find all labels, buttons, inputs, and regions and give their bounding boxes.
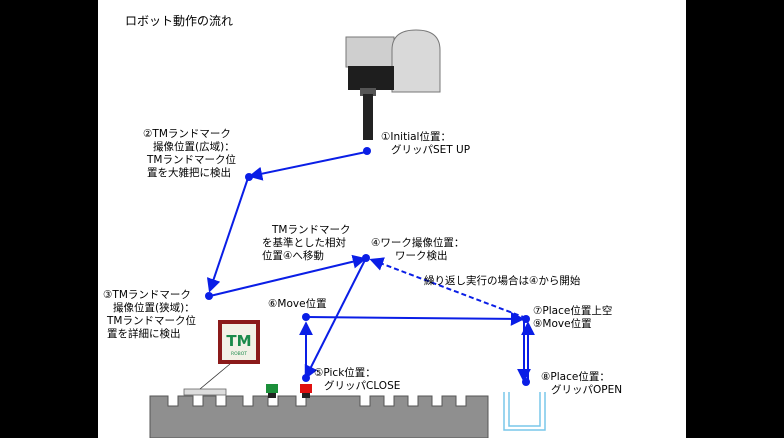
point-8: [522, 378, 530, 386]
label-step-7: ⑦Place位置上空: [533, 305, 613, 317]
conveyor: [149, 395, 489, 438]
label-repeat-note: 繰り返し実行の場合は④から開始: [424, 275, 581, 287]
path-6-to-7: [305, 311, 525, 326]
waypoints: [205, 147, 530, 386]
diagram-title: ロボット動作の流れ: [125, 14, 234, 28]
path-2-to-3: [206, 177, 249, 293]
path-repeat-dashed: [369, 257, 527, 319]
label-step-5: ⑤Pick位置：グリッパCLOSE: [314, 367, 401, 392]
label-step-3: ③TMランドマーク撮像位置(狭域)：TMランドマーク位置を詳細に検出: [103, 289, 196, 340]
point-6: [302, 313, 310, 321]
label-step-6: ⑥Move位置: [268, 298, 327, 310]
path-3-to-4: [209, 254, 367, 297]
path-1-to-2: [248, 151, 367, 181]
label-step-4: ④ワーク撮像位置：ワーク検出: [371, 237, 465, 262]
label-step-1: ①Initial位置：グリッパSET UP: [381, 131, 471, 156]
point-1: [363, 147, 371, 155]
point-5: [302, 374, 310, 382]
label-step-9: ⑨Move位置: [533, 318, 592, 330]
landmark-plate: [183, 388, 227, 396]
robot-arm-illustration: [345, 29, 441, 140]
label-relative-move: TMランドマークを基準とした相対位置④へ移動: [262, 224, 351, 262]
tm-landmark-image: TM ROBOT: [218, 320, 260, 364]
point-2: [245, 173, 253, 181]
place-tray: [503, 392, 546, 431]
point-7-9: [522, 315, 530, 323]
motion-path: [206, 151, 535, 383]
tm-logo-sub: ROBOT: [231, 351, 247, 357]
tm-logo-text: TM: [226, 332, 251, 350]
green-part: [266, 384, 278, 398]
point-3: [205, 292, 213, 300]
point-4: [362, 254, 370, 262]
diagram-slide: ロボット動作の流れ TM ROBOT: [98, 0, 686, 438]
label-step-8: ⑧Place位置：グリッパOPEN: [541, 371, 623, 396]
label-step-2: ②TMランドマーク撮像位置(広域)：TMランドマーク位置を大雑把に検出: [143, 128, 236, 179]
diagram-canvas: TM ROBOT: [149, 29, 546, 438]
red-part: [300, 384, 312, 398]
